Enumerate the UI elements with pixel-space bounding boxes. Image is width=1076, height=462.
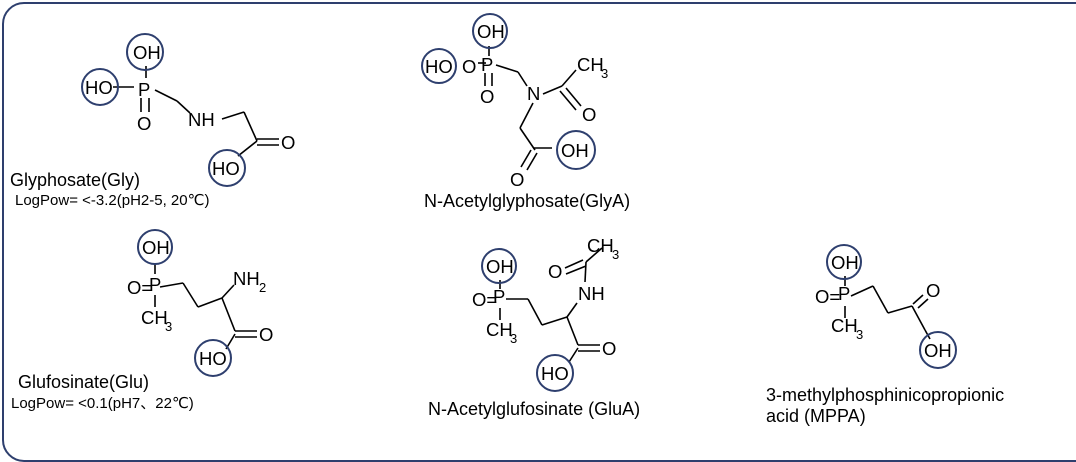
atom-label: O — [480, 86, 494, 107]
logpow-glufosinate: LogPow= <0.1(pH7、22℃) — [11, 395, 194, 412]
atom-label: CH — [141, 307, 168, 328]
atom-label: P — [149, 274, 161, 295]
atom-label: CH — [486, 319, 513, 340]
atom-label: P — [838, 283, 850, 304]
atom-label: HO — [85, 77, 113, 98]
structure-n-acetylglufosinate: OH O CH 3 O= P NH CH 3 O HO — [472, 235, 619, 392]
compound-name-glyphosate: Glyphosate(Gly) — [10, 170, 141, 190]
structure-glyphosate: OH HO P O NH O HO — [81, 33, 295, 187]
atom-label: O= — [815, 286, 840, 307]
atom-label: OH — [486, 256, 514, 277]
atom-label: CH — [577, 54, 604, 75]
atom-label: CH — [831, 315, 858, 336]
atom-label: O= — [127, 277, 152, 298]
atom-label: O — [462, 56, 476, 77]
compound-name-mppa-line1: 3-methylphosphinicopropionic — [766, 385, 1005, 405]
atom-subscript: 3 — [856, 327, 863, 342]
atom-label: HO — [541, 363, 569, 384]
atom-label: HO — [212, 158, 240, 179]
atom-subscript: 2 — [259, 280, 266, 295]
atom-label: CH — [587, 235, 614, 256]
atom-label: P — [138, 79, 150, 100]
atom-subscript: 3 — [165, 319, 172, 334]
atom-label: O — [137, 113, 151, 134]
atom-label: OH — [831, 252, 859, 273]
atom-label: O — [510, 169, 524, 190]
atom-label: OH — [477, 21, 505, 42]
atom-label: OH — [561, 140, 589, 161]
atom-label: HO — [425, 56, 453, 77]
atom-label: OH — [924, 340, 952, 361]
atom-label: P — [481, 54, 493, 75]
logpow-glyphosate: LogPow= <-3.2(pH2-5, 20℃) — [15, 192, 210, 209]
compound-name-mppa-line2: acid (MPPA) — [766, 406, 866, 426]
atom-label: NH — [578, 283, 605, 304]
atom-label: OH — [142, 237, 170, 258]
atom-label: OH — [133, 42, 161, 63]
atom-label: O= — [472, 289, 497, 310]
atom-label: O — [548, 261, 562, 282]
atom-label: P — [493, 286, 505, 307]
atom-subscript: 3 — [601, 66, 608, 81]
structure-mppa: OH O= P O CH 3 OH — [815, 244, 957, 369]
atom-label: O — [281, 132, 295, 153]
atom-subscript: 3 — [510, 331, 517, 346]
structure-glufosinate: OH O= P CH 3 NH 2 O HO — [127, 229, 273, 377]
compound-name-glufosinate: Glufosinate(Glu) — [18, 372, 150, 392]
atom-label: O — [926, 280, 940, 301]
atom-label: N — [527, 83, 540, 104]
atom-label: HO — [199, 348, 227, 369]
structure-n-acetylglyphosate: OH HO O P O N CH 3 O OH O — [421, 13, 608, 190]
atom-subscript: 3 — [612, 247, 619, 262]
atom-label: O — [582, 104, 596, 125]
atom-label: O — [259, 324, 273, 345]
atom-label: NH — [233, 268, 260, 289]
atom-label: O — [602, 338, 616, 359]
compound-name-n-acetylglufosinate: N-Acetylglufosinate (GluA) — [428, 399, 641, 419]
atom-label: NH — [188, 109, 215, 130]
compound-name-n-acetylglyphosate: N-Acetylglyphosate(GlyA) — [424, 191, 631, 211]
